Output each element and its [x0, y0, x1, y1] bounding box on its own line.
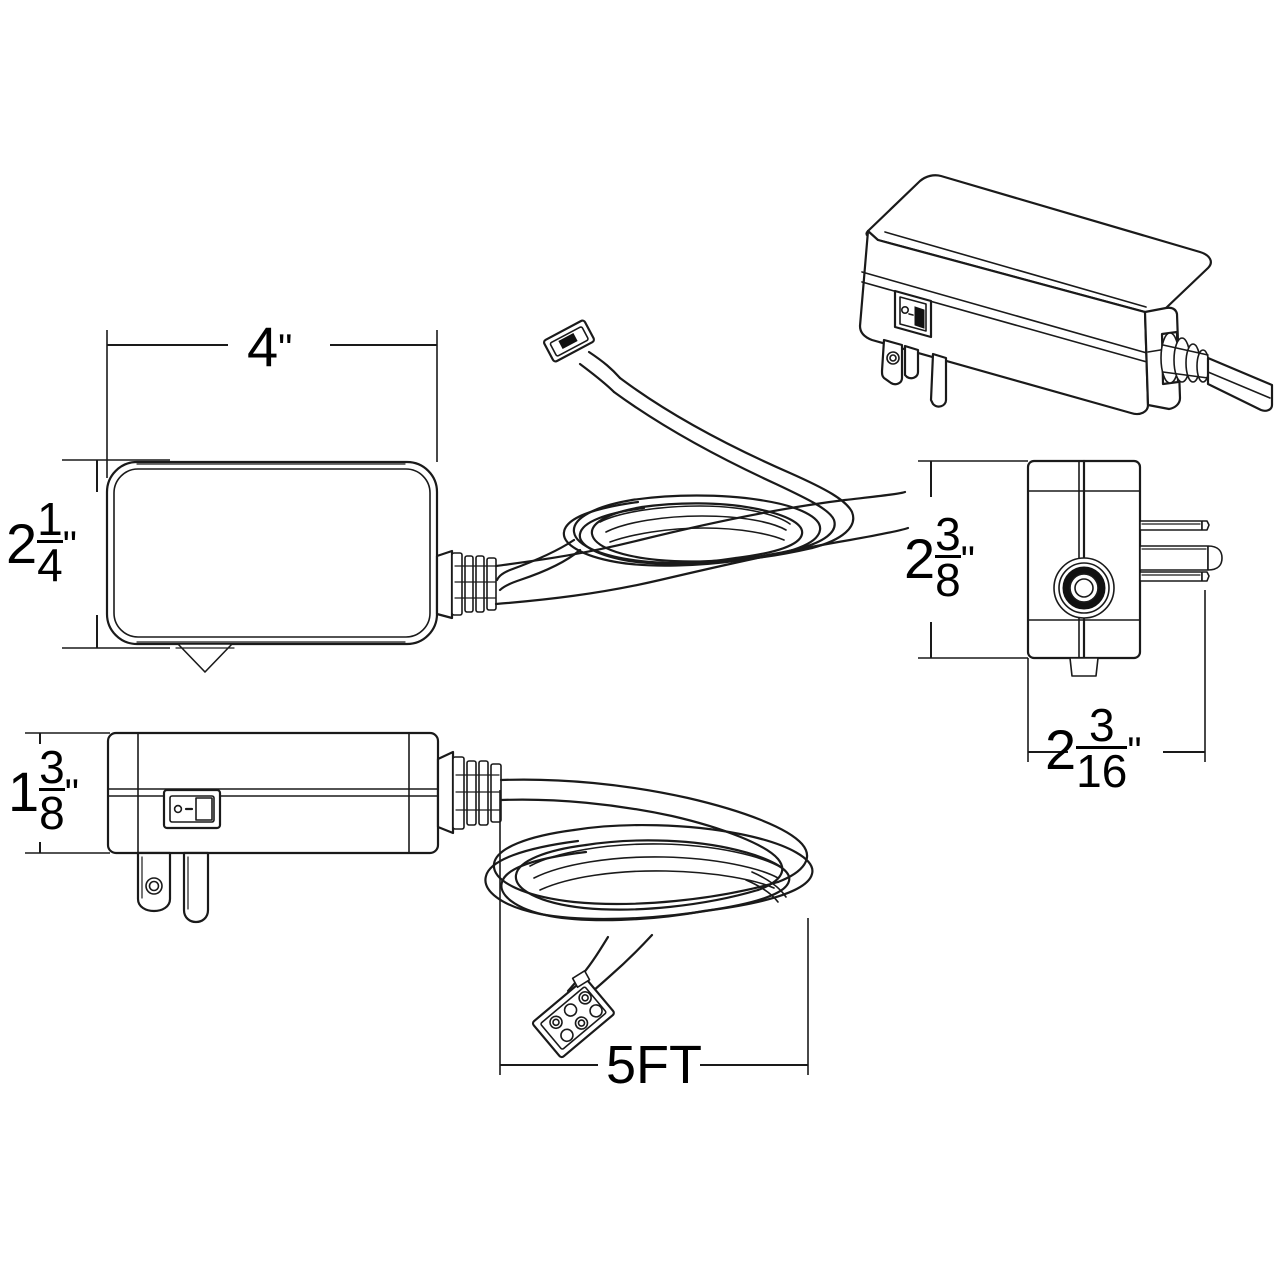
dim-1-3-8-numerator: 3 [39, 741, 65, 793]
iso-prongs [880, 338, 948, 408]
cable-bottom-edge [494, 526, 910, 606]
dim-2-3-8-fraction: 3 8 [935, 508, 961, 607]
cable-sweep-inner [612, 390, 836, 551]
coil-strand-1 [599, 505, 791, 525]
dim-2-1-4-unit: " [62, 524, 77, 569]
cable5-strand-3 [539, 870, 775, 891]
iso-cable-hl [1207, 371, 1271, 399]
iso-cable [1206, 356, 1274, 412]
cable5-loop3-bot [500, 850, 706, 922]
cable-5ft-group [484, 778, 814, 1075]
dim-1-3-8-denominator: 8 [39, 787, 65, 840]
coil-loop-3-top [562, 500, 744, 567]
cable5-strand-cross1 [745, 879, 779, 903]
coil-return-b [498, 548, 582, 592]
dim-label-height-1-3-8in: 1 3 8 " [8, 741, 79, 840]
dim-height-2-3-8in [918, 460, 1028, 659]
coiled-cable-top-group [495, 319, 855, 592]
iso-strain-relief [1160, 330, 1210, 386]
coil-loop-2-bot [640, 502, 804, 560]
coil-strand-3 [609, 527, 785, 543]
rocker-switch-side [162, 788, 222, 830]
connector-lead-b [578, 362, 616, 394]
dim-2-3-8-whole: 2 [904, 527, 936, 591]
adapter-bottom-tab [177, 643, 233, 673]
dim-2-3-16-whole: 2 [1045, 718, 1077, 782]
circular-cable-grommet [1053, 557, 1115, 619]
dim-2-3-16-fraction: 3 16 [1076, 699, 1128, 798]
rocker-switch-iso [893, 289, 933, 339]
dim-1-3-8-fraction: 3 8 [39, 741, 65, 840]
small-connector [543, 319, 595, 363]
cable5-loop2-top [572, 823, 814, 912]
iso-top-face-edge [884, 231, 1147, 308]
iso-front-seam-upper [861, 271, 1148, 354]
dim-2-1-4-denominator: 4 [37, 539, 63, 592]
cable5-tail-a [590, 933, 654, 994]
strain-relief-top-view [435, 549, 497, 620]
coil-loop-1-bot [590, 505, 800, 563]
dim-height-1-3-8in [25, 732, 110, 854]
isometric-view-group [858, 174, 1274, 416]
connector-lead-a [587, 350, 622, 380]
cable5-loop1-bot [514, 843, 760, 911]
dim-4in-value: 4 [247, 315, 279, 378]
adapter-top-outline [105, 460, 439, 646]
dim-cable-5ft [499, 790, 809, 1075]
dim-2-3-8-denominator: 8 [935, 554, 961, 607]
cable-sweep-outer [618, 376, 855, 550]
dim-2-1-4-whole: 2 [6, 512, 38, 576]
side-prongs [136, 851, 210, 924]
cable5-strand-2 [533, 856, 779, 879]
coil-strand-2 [605, 515, 787, 533]
adapter-top-inner-outline [113, 468, 431, 638]
dim-2-3-8-numerator: 3 [935, 508, 961, 560]
front-view-group [918, 459, 1223, 762]
dim-2-1-4-fraction: 1 4 [37, 493, 63, 592]
multi-pin-connector [531, 970, 615, 1059]
dim-width-2-3-16in [1027, 590, 1206, 762]
coil-loop-3-bot [578, 506, 738, 565]
dim-2-3-8-unit: " [960, 539, 975, 584]
front-prongs [1139, 520, 1223, 582]
coil-return-a [495, 538, 576, 582]
dim-height-2-1-4in [62, 459, 170, 649]
coil-loop-2-top [630, 494, 822, 562]
dim-2-3-16-unit: " [1127, 730, 1141, 775]
side-body-outline [106, 731, 440, 855]
front-bottom-tab [1069, 657, 1099, 677]
cable5-strand-1 [529, 843, 783, 869]
dim-4in-unit: " [278, 327, 292, 371]
strain-relief-side [436, 750, 502, 835]
cable5-loop1-top [492, 828, 780, 906]
dim-label-height-2-1-4in: 2 1 4 " [6, 493, 77, 592]
top-view-group [62, 330, 910, 673]
dim-2-1-4-numerator: 1 [37, 493, 63, 545]
dim-1-3-8-whole: 1 [8, 760, 40, 824]
dim-2-3-16-denominator: 16 [1076, 745, 1128, 798]
cable5-strand-cross2 [751, 871, 787, 898]
cable5-inner-top [499, 798, 784, 892]
cable5-loop2-bot [584, 839, 791, 913]
cable5-outer-top [499, 778, 809, 884]
side-view-group [25, 731, 502, 924]
dim-1-3-8-unit: " [64, 772, 79, 817]
dim-width-4in [106, 330, 438, 478]
dim-label-cable-5ft: 5FT [606, 1035, 703, 1095]
dim-label-width-4in: 4" [247, 315, 292, 378]
cable-top-edge [494, 490, 907, 568]
dim-label-width-2-3-16in: 2 3 16 " [1045, 699, 1142, 798]
dim-label-height-2-3-8in: 2 3 8 " [904, 508, 975, 607]
dim-2-3-16-numerator: 3 [1088, 699, 1115, 751]
